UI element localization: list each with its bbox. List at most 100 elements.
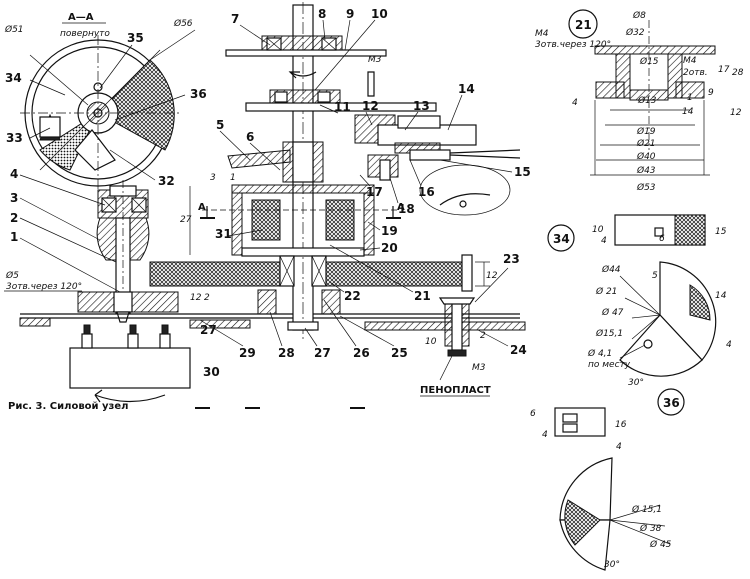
- p21-d53: Ø53: [636, 182, 656, 193]
- dim-2-foam: 2: [480, 331, 486, 341]
- part-7: 7: [231, 12, 239, 26]
- part-16: 16: [418, 185, 435, 199]
- dim-12-base: 12: [190, 293, 202, 303]
- dim-1: 1: [230, 173, 236, 183]
- p21-1: 1: [687, 93, 693, 103]
- p21-d13: Ø13: [637, 95, 657, 106]
- part-8: 8: [318, 7, 326, 21]
- part-28: 28: [278, 346, 295, 360]
- dim-d56: Ø56: [173, 18, 193, 29]
- p21-d32: Ø32: [625, 27, 645, 38]
- part-5: 5: [216, 118, 224, 132]
- part-1: 1: [10, 230, 18, 244]
- p36-d38: Ø 38: [639, 523, 662, 534]
- part-23: 23: [503, 252, 520, 266]
- part-2: 2: [10, 211, 18, 225]
- part-6: 6: [246, 130, 254, 144]
- p21-28: 28: [732, 68, 744, 78]
- p34-d151: Ø15,1: [595, 328, 623, 339]
- p36-d151: Ø 15,1: [631, 504, 662, 515]
- dim-m3-foam: М3: [472, 363, 486, 373]
- part-21: 21: [414, 289, 431, 303]
- p34-6: 6: [659, 234, 665, 244]
- part-36: 36: [190, 87, 207, 101]
- dim-m3-top: М3: [368, 55, 382, 65]
- p21-m4b: М4: [683, 56, 697, 66]
- part-24: 24: [510, 343, 527, 357]
- part-32: 32: [158, 174, 175, 188]
- part-17: 17: [366, 185, 383, 199]
- section-label: А—А: [68, 12, 94, 23]
- part-15: 15: [514, 165, 531, 179]
- p21-2holes: 2отв.: [683, 68, 708, 78]
- part-20: 20: [381, 241, 398, 255]
- dim-d51: Ø51: [4, 24, 24, 35]
- part-13: 13: [413, 99, 430, 113]
- p21-14: 14: [682, 107, 694, 117]
- part-22: 22: [344, 289, 361, 303]
- dim-27: 27: [180, 215, 192, 225]
- part-3: 3: [10, 191, 18, 205]
- part-27-side: 27: [200, 323, 217, 337]
- central-shaft-assembly: А А 27 3 1 М3: [180, 2, 437, 409]
- part-30: 30: [203, 365, 220, 379]
- cut-label-right: А: [397, 202, 405, 213]
- dim-2-base: 2: [204, 293, 210, 303]
- p21-d8: Ø8: [632, 10, 646, 21]
- dim-d5: Ø5: [5, 270, 19, 281]
- p34-d21: Ø 21: [595, 286, 617, 297]
- figure-caption: Рис. 3. Силовой узел: [8, 401, 128, 412]
- dim-10: 10: [425, 337, 437, 347]
- part-26: 26: [353, 346, 370, 360]
- dim-12-gear: 12: [486, 271, 498, 281]
- detail-36-label: 36: [663, 396, 680, 410]
- p34-30: 30°: [628, 378, 644, 388]
- dim-3: 3: [210, 173, 216, 183]
- part-35: 35: [127, 31, 144, 45]
- main-part-numbers: 7 8 9 10 11 12 13 14 15 16 17 18 19 20 2…: [199, 7, 531, 379]
- p34-4b: 4: [726, 340, 732, 350]
- foam-support: 10 2 М3 ПЕНОПЛАСТ: [420, 297, 491, 397]
- p34-10: 10: [592, 225, 604, 235]
- p34-d44: Ø44: [601, 264, 621, 275]
- right-arm-assembly: [354, 114, 521, 216]
- part-31: 31: [215, 227, 232, 241]
- part-14: 14: [458, 82, 475, 96]
- part-25: 25: [391, 346, 408, 360]
- p21-4: 4: [572, 98, 578, 108]
- p21-d21: Ø21: [636, 138, 656, 149]
- p21-17: 17: [718, 65, 730, 75]
- foam-label: ПЕНОПЛАСТ: [420, 385, 491, 396]
- part-12: 12: [362, 99, 379, 113]
- p34-d41: Ø 4,1: [587, 348, 612, 359]
- motor-unit-30: [69, 324, 191, 403]
- cut-label-left: А: [198, 202, 206, 213]
- dim-holes: 3отв.через 120°: [6, 282, 82, 292]
- part-10: 10: [371, 7, 388, 21]
- p34-4: 4: [601, 236, 607, 246]
- detail-34-view: 34 10 4 6 15 Ø44 5 Ø 21 Ø 47 Ø15,1 14 Ø …: [547, 214, 732, 388]
- detail-36-view: 36 6 4 16 4 Ø 15,1 Ø 38 Ø 45 30°: [530, 388, 685, 571]
- p36-30: 30°: [604, 560, 620, 570]
- section-note: повернуто: [60, 29, 110, 39]
- p36-4: 4: [542, 430, 548, 440]
- p36-d45: Ø 45: [649, 539, 672, 550]
- p36-6: 6: [530, 409, 536, 419]
- detail-34-label: 34: [553, 232, 570, 246]
- part-4: 4: [10, 167, 18, 181]
- p34-14: 14: [715, 291, 727, 301]
- part-29: 29: [239, 346, 256, 360]
- part-34: 34: [5, 71, 22, 85]
- p36-16: 16: [615, 420, 627, 430]
- section-a-a-view: А—А повернуто Ø51 Ø56 35 34 36 33 32: [4, 12, 207, 190]
- part-18: 18: [398, 202, 415, 216]
- left-boss-assembly: 4 3 2 1 Ø5 3отв.через 120°: [4, 167, 179, 323]
- p34-place: по месту: [588, 360, 631, 370]
- p36-4b: 4: [616, 442, 622, 452]
- p34-d47: Ø 47: [601, 307, 624, 318]
- p21-d40: Ø40: [636, 151, 656, 162]
- p21-holes: 3отв.через 120°: [535, 40, 611, 50]
- p21-12: 12: [730, 108, 742, 118]
- detail-21-view: 21 Ø8 Ø32 М4 3отв.через 120° Ø15 М4 2отв…: [535, 9, 744, 193]
- p21-d19: Ø19: [636, 126, 656, 137]
